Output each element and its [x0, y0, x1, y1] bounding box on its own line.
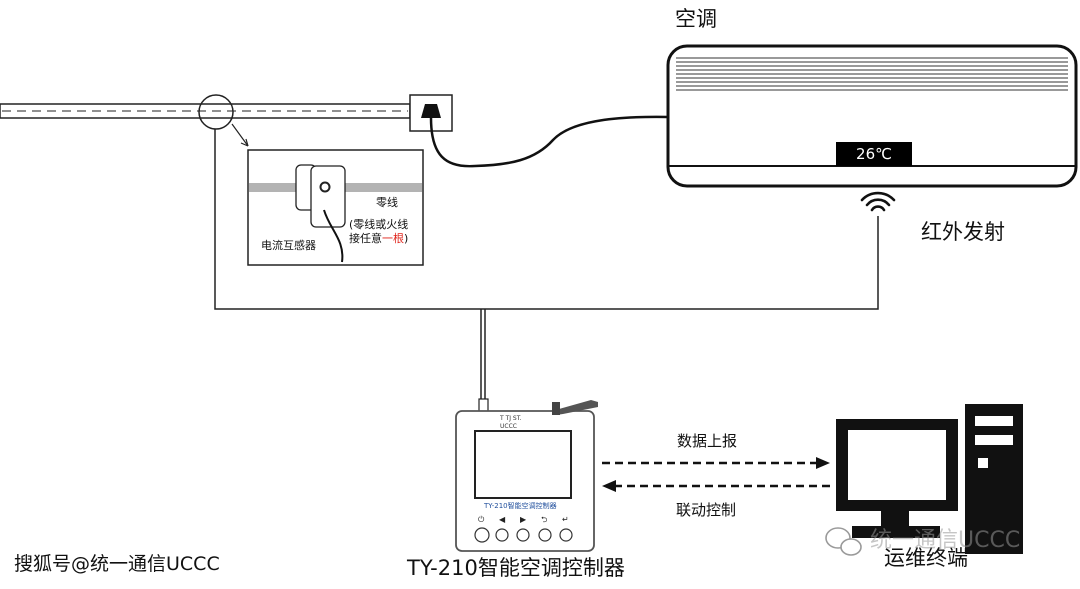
ac-temperature-display: 26℃	[836, 142, 912, 166]
ct-signal-line	[214, 129, 879, 310]
air-conditioner-unit	[666, 44, 1078, 188]
power-line	[0, 103, 411, 119]
wire-note-highlight: 一根	[382, 232, 404, 245]
controller-buttons	[474, 527, 573, 543]
data-report-arrow	[602, 457, 830, 469]
device-button-power-label: ⏻	[478, 515, 485, 524]
infrared-signal-icon	[860, 191, 896, 212]
zoom-arrow	[231, 123, 249, 147]
device-button-enter-label: ↵	[562, 515, 569, 524]
device-screen-caption: TY-210智能空调控制器	[484, 502, 557, 510]
desktop-computer-icon	[836, 404, 1023, 554]
linkage-control-label: 联动控制	[676, 501, 737, 519]
device-header-text: T TJ ST.	[500, 415, 522, 422]
ops-terminal-label: 运维终端	[884, 546, 968, 570]
wechat-icon	[825, 527, 862, 556]
data-report-label: 数据上报	[677, 432, 738, 450]
linkage-control-arrow	[602, 480, 830, 492]
device-brand-text: UCCC	[500, 423, 517, 430]
zoom-arrowhead	[240, 138, 249, 147]
wire-note-close: )	[404, 232, 409, 245]
wire-note: (零线或火线 接任意一根)	[349, 218, 408, 246]
device-button-left-label: ◀	[499, 515, 506, 524]
device-button-back-label: ⮌	[541, 515, 548, 524]
ir-emit-label: 红外发射	[921, 220, 1005, 244]
device-button-right-label: ▶	[520, 515, 527, 524]
clamp-circle	[198, 94, 234, 130]
controller-device	[455, 400, 598, 552]
wire-note-text: 接任意	[349, 232, 382, 245]
current-transformer-label: 电流互感器	[261, 239, 316, 252]
wechat-watermark: 统一通信UCCC	[870, 528, 1021, 553]
controller-cable	[478, 309, 489, 414]
ct-detail-box	[247, 149, 424, 266]
neutral-wire-label: 零线	[376, 196, 398, 209]
wire-note-line2: 接任意一根)	[349, 232, 408, 246]
controller-model-label: TY-210智能空调控制器	[407, 556, 625, 580]
power-cable	[429, 115, 669, 168]
wire-note-line1: (零线或火线	[349, 218, 409, 231]
source-watermark: 搜狐号@统一通信UCCC	[14, 553, 220, 575]
air-conditioner-label: 空调	[675, 7, 717, 31]
